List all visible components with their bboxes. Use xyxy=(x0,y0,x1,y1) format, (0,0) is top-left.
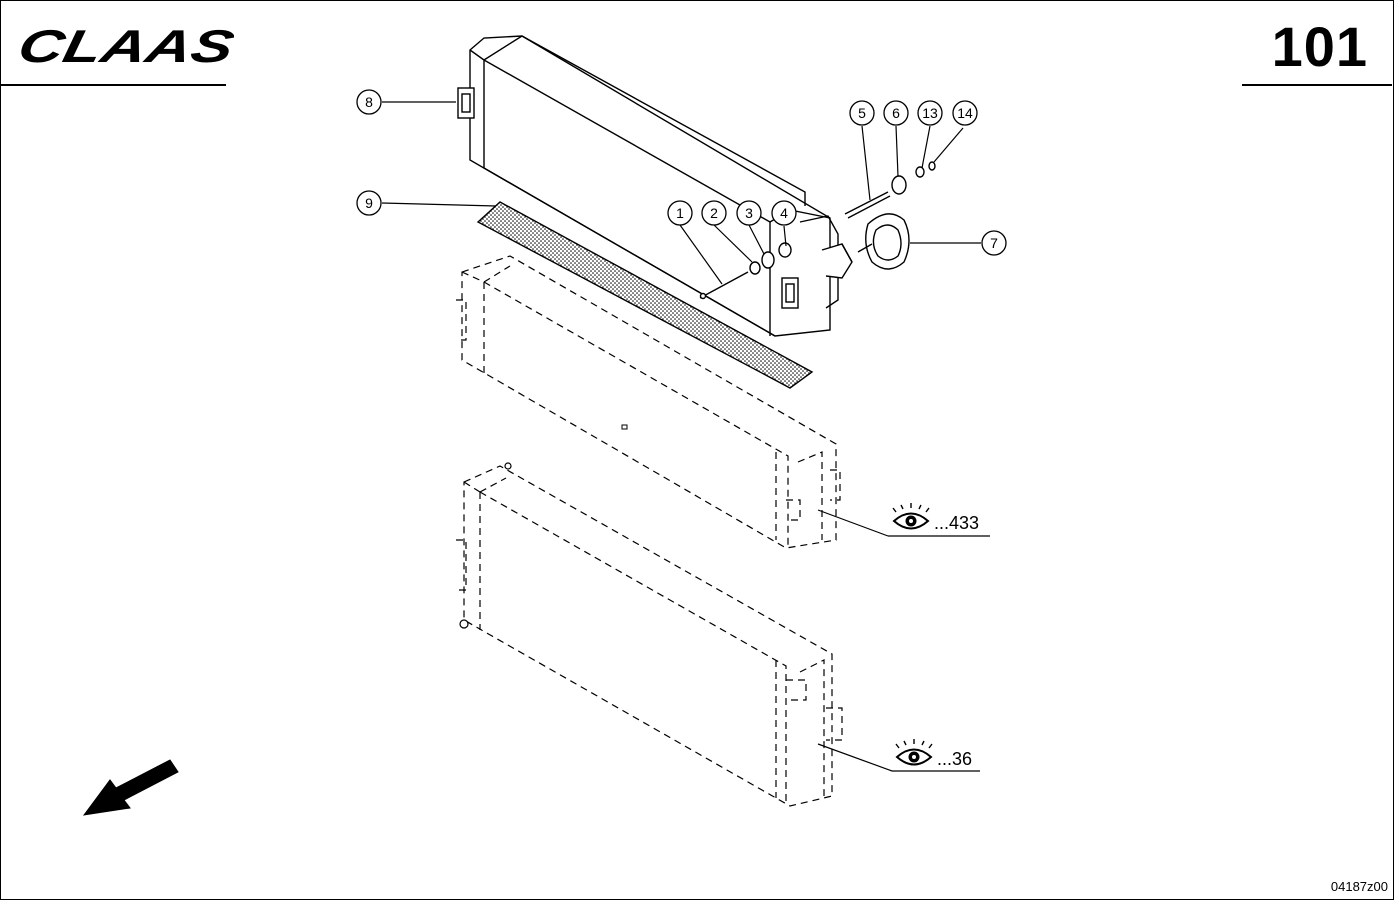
reference-label: ...433 xyxy=(934,513,979,533)
radiator-lower-hidden xyxy=(456,465,843,807)
callout-bubbles: 8 9 1 2 3 4 5 6 xyxy=(356,89,1007,256)
brand-logo-text: CLAAS xyxy=(14,24,234,66)
reference-36[interactable]: ...36 xyxy=(895,739,972,769)
radiator-lower-nipple xyxy=(459,619,469,629)
callout-1: 1 xyxy=(667,200,693,226)
callout-label: 4 xyxy=(780,205,788,221)
mesh-filter xyxy=(476,201,814,389)
header-rule-right xyxy=(1242,84,1392,86)
leader-lines xyxy=(381,101,990,772)
callout-6: 6 xyxy=(883,100,909,126)
callout-8: 8 xyxy=(356,89,382,115)
callout-7: 7 xyxy=(981,230,1007,256)
radiator-upper-marker xyxy=(621,424,628,430)
callout-label: 9 xyxy=(365,195,373,211)
callout-label: 13 xyxy=(922,105,938,121)
page-number: 101 xyxy=(1271,15,1368,78)
callout-3: 3 xyxy=(736,200,762,226)
drawing-code: 04187z00 xyxy=(1330,879,1388,894)
callout-label: 14 xyxy=(957,105,973,121)
radiator-upper-hidden xyxy=(456,255,841,549)
small-parts xyxy=(699,161,936,300)
callout-4: 4 xyxy=(771,200,797,226)
direction-arrow-icon xyxy=(82,759,179,816)
callout-label: 8 xyxy=(365,94,373,110)
callout-label: 1 xyxy=(676,205,684,221)
header-rule-left xyxy=(0,84,226,86)
eye-icon xyxy=(892,503,930,530)
callout-13: 13 xyxy=(917,100,943,126)
claas-logo: CLAAS xyxy=(14,24,234,66)
reference-label: ...36 xyxy=(937,749,972,769)
eye-icon xyxy=(895,739,933,766)
cooler-unit xyxy=(457,35,853,337)
callout-label: 3 xyxy=(745,205,753,221)
callout-9: 9 xyxy=(356,190,382,216)
callout-5: 5 xyxy=(849,100,875,126)
callout-label: 5 xyxy=(858,105,866,121)
callout-14: 14 xyxy=(952,100,978,126)
callout-label: 2 xyxy=(710,205,718,221)
radiator-lower-top-nipple xyxy=(504,462,512,470)
callout-label: 6 xyxy=(892,105,900,121)
callout-label: 7 xyxy=(990,235,998,251)
callout-2: 2 xyxy=(701,200,727,226)
reference-433[interactable]: ...433 xyxy=(892,503,979,533)
